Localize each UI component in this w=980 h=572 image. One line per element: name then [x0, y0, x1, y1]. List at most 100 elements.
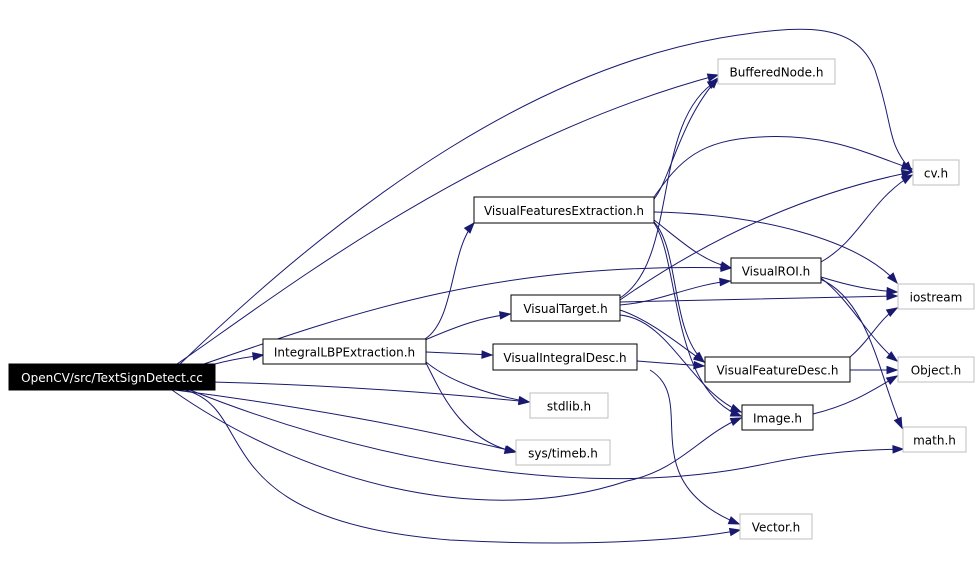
node-box [262, 338, 427, 365]
node-math[interactable]: math.h [902, 426, 967, 453]
node-cv[interactable]: cv.h [912, 159, 960, 186]
edge-arrowhead [886, 286, 899, 296]
edge-line [819, 278, 903, 429]
node-box [902, 426, 967, 453]
edge-line [184, 389, 741, 544]
edge-line [424, 222, 475, 340]
node-visual-integral-desc[interactable]: VisualIntegralDesc.h [492, 343, 638, 371]
edge-line [653, 222, 742, 417]
edge-line [619, 295, 898, 303]
edge-integral_lbp-to-sys_timeb [425, 362, 517, 454]
edge-root-to-buffered_node [176, 73, 720, 365]
node-iostream[interactable]: iostream [897, 283, 975, 310]
edge-image-to-object [812, 375, 899, 415]
node-object[interactable]: Object.h [897, 356, 975, 383]
node-box [912, 159, 960, 186]
edge-arrowhead [729, 417, 743, 427]
node-image[interactable]: Image.h [741, 404, 814, 431]
edge-line [653, 136, 913, 198]
node-box [739, 513, 813, 540]
edge-integral_lbp-to-visual_integral_desc [425, 350, 494, 359]
edge-arrowhead [893, 416, 903, 430]
node-box [8, 363, 216, 391]
node-box [473, 196, 655, 224]
edge-line [619, 314, 742, 413]
edge-root-to-sys_timeb [174, 389, 518, 454]
edge-arrowhead [503, 445, 517, 454]
edge-visual_roi-to-math [819, 278, 903, 430]
edge-arrowhead [727, 516, 741, 525]
edge-arrowhead [900, 174, 914, 185]
edge-line [189, 389, 904, 480]
edge-line [649, 369, 740, 525]
edge-visual_roi-to-iostream [820, 276, 899, 296]
node-label: VisualIntegralDesc.h [503, 351, 626, 365]
node-integral-lbp[interactable]: IntegralLBPExtraction.h [262, 338, 427, 365]
edge-visual_features_extraction-to-visual_roi [653, 219, 733, 270]
node-box [529, 392, 609, 419]
node-label: VisualFeatureDesc.h [716, 364, 838, 378]
node-box [897, 356, 975, 383]
edge-line [653, 211, 898, 284]
edge-visual_target-to-image [619, 314, 743, 413]
edge-arrowhead [900, 169, 914, 179]
node-label: VisualROI.h [742, 265, 811, 279]
edge-integral_lbp-to-visual_target [424, 311, 512, 341]
node-box [730, 257, 822, 284]
edge-root-to-integral_lbp [214, 352, 265, 365]
edge-arrowhead [886, 351, 899, 362]
node-label: BufferedNode.h [730, 66, 824, 80]
edge-line [820, 174, 913, 263]
node-root[interactable]: OpenCV/src/TextSignDetect.cc [8, 363, 216, 391]
nodes-layer: OpenCV/src/TextSignDetect.cc IntegralLBPE… [8, 58, 975, 540]
node-label: VisualFeaturesExtraction.h [484, 204, 644, 218]
edge-visual_roi-to-object [820, 277, 899, 362]
edge-root-to-vector [184, 389, 742, 544]
node-label: OpenCV/src/TextSignDetect.cc [21, 371, 203, 385]
node-label: cv.h [924, 167, 948, 181]
node-vector[interactable]: Vector.h [739, 513, 813, 540]
edge-arrowhead [719, 277, 732, 287]
edge-line [424, 313, 511, 341]
node-visual-roi[interactable]: VisualROI.h [730, 257, 822, 284]
node-visual-feature-desc[interactable]: VisualFeatureDesc.h [704, 356, 851, 383]
node-label: stdlib.h [547, 400, 591, 414]
edge-arrowhead [892, 445, 905, 454]
node-box [510, 294, 621, 322]
edge-visual_features_extraction-to-iostream [653, 211, 898, 285]
edge-line [619, 171, 913, 301]
edge-arrowhead [885, 307, 899, 318]
edge-visual_feature_desc-to-iostream [849, 307, 899, 358]
edge-visual_feature_desc-to-object [849, 365, 899, 375]
node-label: iostream [910, 291, 963, 305]
node-box [492, 343, 638, 371]
edge-line [425, 361, 530, 403]
edge-arrowhead [693, 360, 706, 370]
node-label: VisualTarget.h [523, 302, 607, 316]
edge-visual_target-to-visual_feature_desc [619, 309, 706, 363]
edge-arrowhead [499, 311, 512, 320]
edge-visual_features_extraction-to-buffered_node [653, 76, 719, 200]
node-box [897, 283, 975, 310]
node-label: Image.h [753, 412, 802, 426]
edge-visual_target-to-buffered_node [619, 79, 720, 299]
edge-line [174, 389, 517, 453]
edge-arrowhead [517, 395, 531, 405]
edge-line [820, 277, 898, 362]
node-box [717, 58, 836, 85]
edge-line [653, 77, 719, 200]
edge-arrowhead [481, 350, 494, 359]
edge-visual_roi-to-cv [820, 174, 914, 263]
edge-integral_lbp-to-stdlib [425, 361, 531, 405]
node-box [741, 404, 814, 431]
node-buffered-node[interactable]: BufferedNode.h [717, 58, 836, 85]
node-sys-timeb[interactable]: sys/timeb.h [515, 439, 611, 466]
edge-line [653, 221, 705, 363]
edge-line [619, 79, 719, 299]
node-visual-features-extraction[interactable]: VisualFeaturesExtraction.h [473, 196, 655, 224]
node-stdlib[interactable]: stdlib.h [529, 392, 609, 419]
node-visual-target[interactable]: VisualTarget.h [510, 294, 621, 322]
edge-visual_integral_desc-to-vector [649, 369, 741, 525]
edge-visual_target-to-cv [619, 169, 914, 301]
